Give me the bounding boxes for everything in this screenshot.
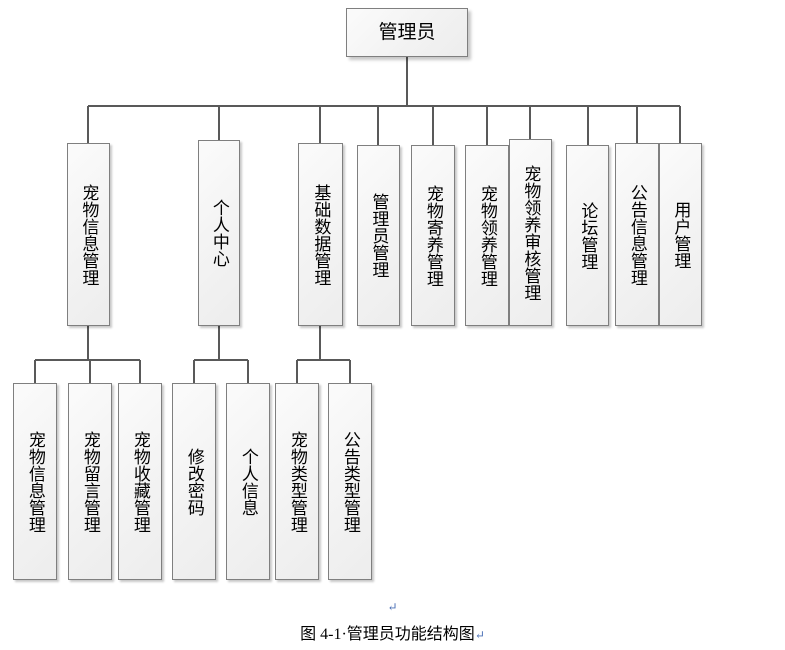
figure-caption: 图 4-1·管理员功能结构图↵ [0,620,785,644]
node-administrator-management[interactable]: 管理员管理 [357,145,400,326]
node-pet-info-management[interactable]: 宠物信息管理 [67,143,110,326]
node-pet-favorite-management[interactable]: 宠物收藏管理 [118,383,162,580]
node-label: 宠物类型管理 [287,430,307,533]
node-change-password[interactable]: 修改密码 [172,383,216,580]
caption-top-pilcrow: ↵ [0,600,785,615]
caption-title: 管理员功能结构图 [346,626,475,643]
node-label: 宠物领养管理 [477,184,497,287]
node-label: 宠物留言管理 [80,430,100,533]
node-announcement-type-management[interactable]: 公告类型管理 [328,383,372,580]
node-label: 个人信息 [238,447,258,516]
node-label: 基础数据管理 [311,183,331,286]
node-forum-management[interactable]: 论坛管理 [566,145,609,326]
node-label: 个人中心 [209,199,229,267]
node-label: 论坛管理 [578,201,598,270]
node-label: 公告信息管理 [627,183,647,286]
caption-separator: · [341,626,347,643]
node-label: 宠物信息管理 [25,430,45,533]
node-pet-adoption-review-management[interactable]: 宠物领养审核管理 [509,139,552,326]
figure-number: 图 4-1 [300,626,342,643]
node-label: 宠物寄养管理 [423,184,443,287]
node-pet-info-management-child[interactable]: 宠物信息管理 [13,383,57,580]
node-root-label: 管理员 [378,21,436,43]
node-personal-info[interactable]: 个人信息 [226,383,270,580]
node-personal-center[interactable]: 个人中心 [198,140,240,326]
pilcrow-icon: ↵ [387,600,398,614]
node-user-management[interactable]: 用户管理 [659,143,702,326]
node-pet-type-management[interactable]: 宠物类型管理 [275,383,319,580]
node-pet-adoption-management[interactable]: 宠物领养管理 [465,145,509,326]
node-announcement-info-management[interactable]: 公告信息管理 [615,143,659,326]
node-label: 宠物收藏管理 [130,430,150,533]
pilcrow-icon: ↵ [474,628,485,642]
node-label: 用户管理 [671,200,691,269]
node-pet-message-management[interactable]: 宠物留言管理 [68,383,112,580]
node-pet-foster-management[interactable]: 宠物寄养管理 [411,145,455,326]
node-label: 公告类型管理 [340,430,360,533]
node-label: 宠物领养审核管理 [521,164,541,301]
node-label: 管理员管理 [369,193,389,278]
node-label: 修改密码 [184,447,204,516]
node-root[interactable]: 管理员 [346,8,468,57]
node-basic-data-management[interactable]: 基础数据管理 [298,143,343,326]
node-label: 宠物信息管理 [79,183,99,286]
